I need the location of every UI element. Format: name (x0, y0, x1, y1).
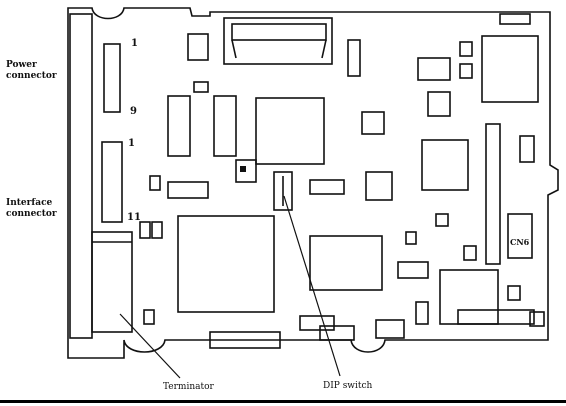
chip (235, 159, 257, 183)
chip (319, 325, 355, 341)
chip (507, 285, 521, 301)
chip (309, 179, 345, 195)
bottom-rule (0, 400, 566, 403)
chip (415, 301, 429, 325)
processor (177, 215, 275, 313)
board-outline (67, 7, 559, 359)
chip (299, 315, 335, 331)
chip (167, 95, 191, 157)
power-label-line1: Power (6, 60, 37, 70)
dip-switch-label: DIP switch (323, 381, 373, 391)
terminator-pack (91, 231, 133, 333)
processor (481, 35, 539, 103)
processor (439, 269, 499, 325)
interface-label-line2: connector (6, 209, 57, 219)
chip (427, 91, 451, 117)
chip (417, 57, 451, 81)
chip (209, 331, 281, 349)
chip (361, 111, 385, 135)
chip (499, 13, 531, 25)
chip (139, 221, 151, 239)
cn6-label: CN6 (510, 237, 530, 247)
chip (459, 41, 473, 57)
power-pin-1: 1 (131, 38, 138, 49)
chip (193, 81, 209, 93)
processor (421, 139, 469, 191)
chip (457, 309, 535, 325)
chip (405, 231, 417, 245)
terminator-label: Terminator (163, 382, 214, 392)
chip (463, 245, 477, 261)
dip-switch (273, 171, 293, 211)
power-label-line2: connector (6, 71, 57, 81)
processor (255, 97, 325, 165)
chip (435, 213, 449, 227)
chip (149, 175, 161, 191)
chip (519, 135, 535, 163)
power-connector-label: Power connector (6, 60, 57, 82)
chip (365, 171, 393, 201)
chip (347, 39, 361, 77)
chip (529, 311, 545, 327)
dip-switch-leader (283, 195, 341, 377)
interface-connector-label: Interface connector (6, 198, 57, 220)
interface-pin-1: 1 (128, 138, 135, 149)
chip (397, 261, 429, 279)
interface-connector (101, 141, 123, 223)
processor (309, 235, 383, 291)
chip (187, 33, 209, 61)
chip (213, 95, 237, 157)
chip (507, 213, 533, 259)
interface-pin-11: 11 (127, 212, 141, 223)
terminator-leader (119, 313, 181, 379)
chip (151, 221, 163, 239)
chip (375, 319, 405, 339)
top-connector (223, 17, 333, 65)
chip (459, 63, 473, 79)
interface-label-line1: Interface (6, 198, 53, 208)
chip (143, 309, 155, 325)
connector-strip (69, 13, 93, 339)
power-pin-9: 9 (130, 106, 137, 117)
chip (485, 123, 501, 265)
power-connector (103, 43, 121, 113)
chip (167, 181, 209, 199)
